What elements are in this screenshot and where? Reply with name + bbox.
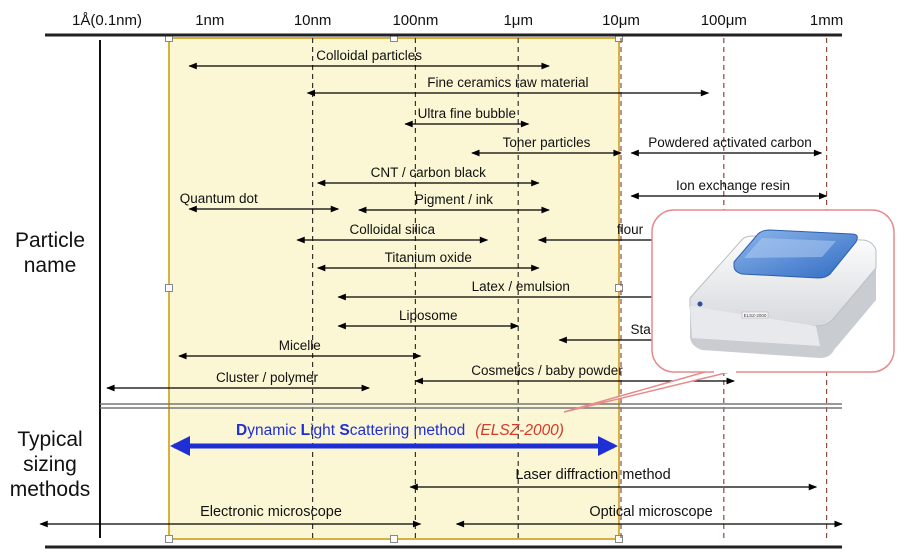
particle-name-label: Cluster / polymer: [216, 370, 319, 385]
selection-handle[interactable]: [165, 284, 173, 292]
axis-tick-label: 1mm: [810, 12, 843, 29]
methods-label-line-3: methods: [9, 478, 91, 501]
axis-tick-label: 1Å(0.1nm): [72, 12, 142, 29]
axis-tick-label: 10nm: [294, 12, 332, 29]
particle-name-label: Titanium oxide: [385, 250, 472, 265]
particle-name-section-label: Particle name: [0, 228, 100, 278]
dls-word-ight: ight: [310, 422, 339, 439]
particle-name-label: Toner particles: [503, 135, 591, 150]
dls-word-cattering: cattering method: [350, 422, 465, 439]
particle-name-label: Micelle: [279, 338, 321, 353]
particle-name-label: Quantum dot: [180, 191, 258, 206]
method-name-label: Laser diffraction method: [515, 467, 670, 483]
particle-name-label: Ion exchange resin: [676, 178, 790, 193]
particle-name-label: Fine ceramics raw material: [427, 75, 588, 90]
dls-letter-l: L: [301, 422, 310, 439]
dls-letter-s: S: [339, 422, 349, 439]
particle-name-label: Ultra fine bubble: [418, 106, 516, 121]
axis-tick-label: 100nm: [392, 12, 438, 29]
methods-section-label: Typical sizing methods: [0, 427, 100, 502]
particle-name-label: Colloidal silica: [349, 222, 435, 237]
method-name-label: Optical microscope: [589, 504, 712, 520]
dls-word-ynamic: ynamic: [247, 422, 300, 439]
dls-letter-d: D: [236, 422, 247, 439]
instrument-image: ELSZ-2000: [689, 229, 877, 358]
particle-name-label: Colloidal particles: [316, 48, 422, 63]
axis-tick-labels: 1Å(0.1nm) 1nm 10nm 100nm 1μm 10μm 100μm 1mm: [72, 12, 843, 29]
axis-tick-label: 10μm: [602, 12, 640, 29]
axis-tick-label: 1nm: [195, 12, 224, 29]
instrument-model-text: ELSZ-2000: [744, 313, 767, 318]
selection-handles: [165, 34, 623, 543]
dls-method-label: Dynamic Light Scattering method (ELSZ-200…: [236, 422, 564, 439]
instrument-model-plate: [741, 311, 769, 319]
particle-label-line-1: Particle: [14, 229, 86, 252]
callout-pointer-cover: [714, 367, 736, 373]
particle-name-label: Cosmetics / baby powder: [471, 363, 623, 378]
particle-name-label: Latex / emulsion: [472, 279, 570, 294]
particle-name-label: flour: [617, 222, 644, 237]
instrument-callout: ELSZ-2000: [563, 209, 895, 413]
particle-name-label: CNT / carbon black: [371, 165, 487, 180]
particle-name-label: Liposome: [399, 308, 458, 323]
particle-name-label: Powdered activated carbon: [648, 135, 812, 150]
axis-tick-label: 1μm: [503, 12, 532, 29]
selection-handle[interactable]: [390, 535, 398, 543]
dls-method-group: Dynamic Light Scattering method (ELSZ-200…: [170, 422, 618, 456]
selection-handle[interactable]: [615, 284, 623, 292]
axis-tick-label: 100μm: [701, 12, 747, 29]
callout-pointer: [563, 369, 739, 413]
method-name-label: Electronic microscope: [200, 504, 342, 520]
dls-model-label: (ELSZ-2000): [475, 422, 564, 439]
methods-label-line-1: Typical: [17, 428, 83, 451]
particle-label-line-2: name: [23, 254, 77, 277]
selection-handle[interactable]: [615, 535, 623, 543]
selection-handle[interactable]: [165, 535, 173, 543]
methods-label-line-2: sizing: [23, 453, 77, 476]
particle-name-label: Pigment / ink: [415, 192, 493, 207]
